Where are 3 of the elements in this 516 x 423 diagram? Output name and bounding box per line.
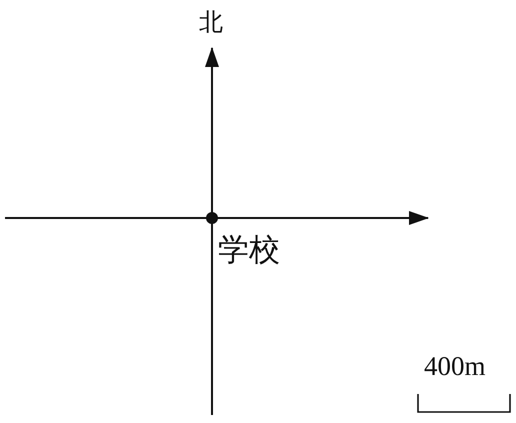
direction-label: 北 — [199, 11, 223, 35]
scale-label: 400m — [424, 353, 486, 380]
place-label: 学校 — [218, 234, 280, 265]
